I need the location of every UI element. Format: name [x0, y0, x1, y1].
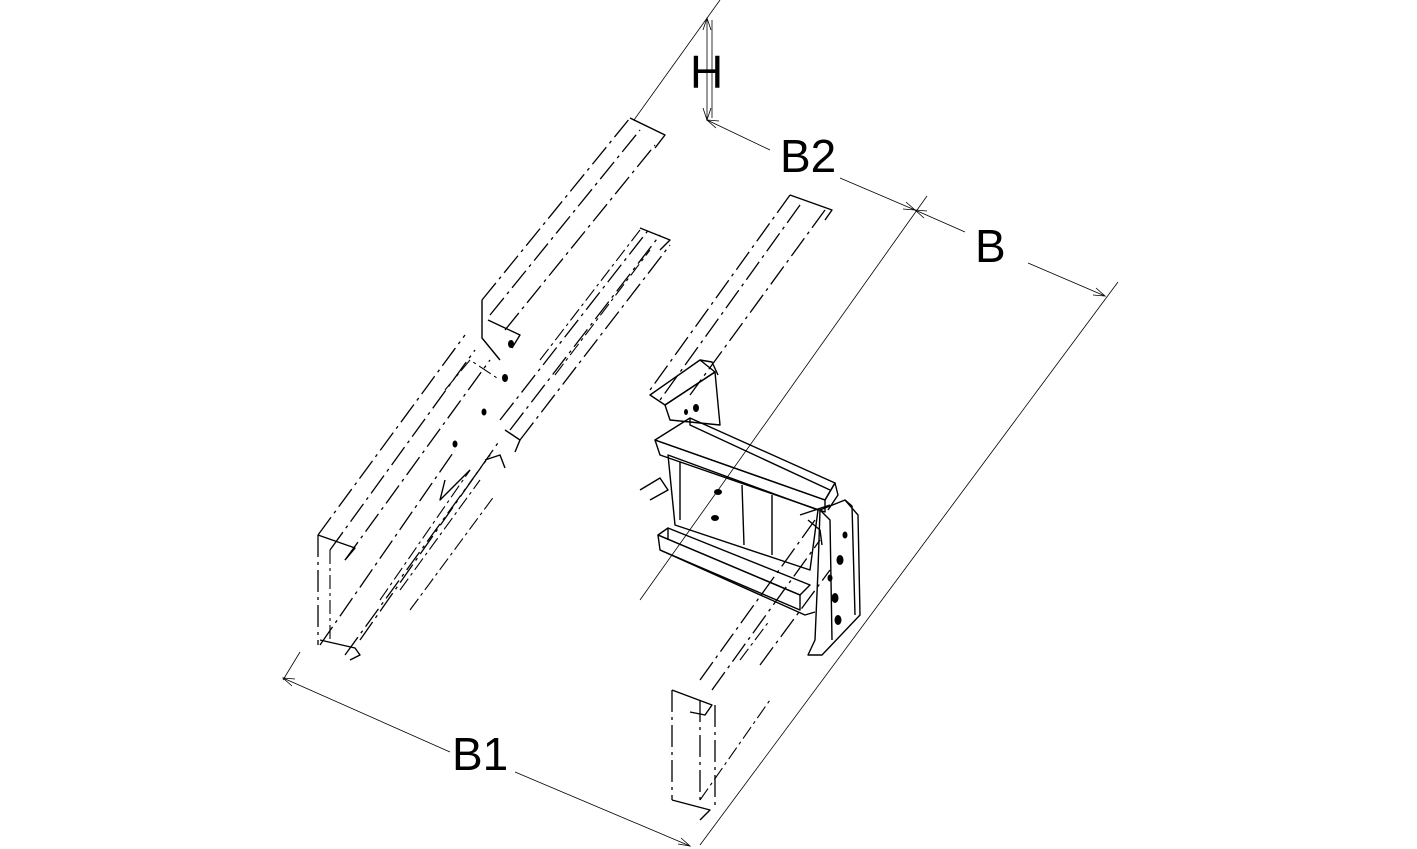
- coupler-bracket: [639, 359, 861, 656]
- dimension-b: B: [639, 195, 1119, 846]
- right-side-rail-phantom: [649, 194, 833, 821]
- label-b1: B1: [452, 728, 508, 780]
- label-b2: B2: [780, 130, 836, 182]
- label-b: B: [975, 220, 1006, 272]
- dimension-b1: B1: [281, 651, 692, 847]
- left-side-rail-phantom: [317, 117, 671, 661]
- label-h: H: [690, 46, 723, 98]
- dimension-b2: B2: [705, 119, 917, 211]
- dimension-h: H: [633, 0, 723, 122]
